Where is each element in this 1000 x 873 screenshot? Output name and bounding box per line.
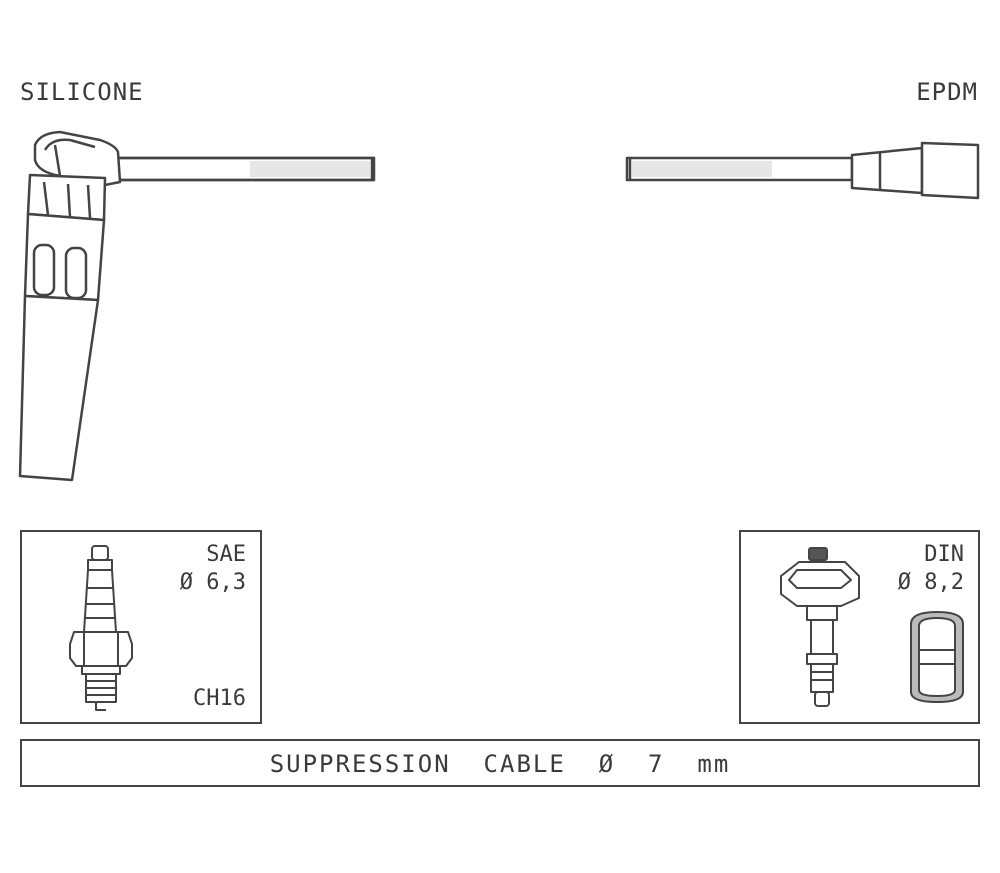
silicone-label: SILICONE: [20, 78, 144, 106]
epdm-label: EPDM: [916, 78, 978, 106]
spark-plug-icon: [69, 545, 133, 711]
sae-diameter: Ø 6,3: [179, 570, 246, 595]
ignition-coil-panel: DIN Ø 8,2: [739, 530, 980, 724]
spark-plug-panel: SAE Ø 6,3 CH16: [20, 530, 262, 724]
din-diameter: Ø 8,2: [897, 570, 964, 595]
cable-spec-text: SUPPRESSION CABLE Ø 7 mm: [269, 750, 731, 778]
epdm-boot-icon: [625, 141, 980, 200]
cable-spec-bar: SUPPRESSION CABLE Ø 7 mm: [20, 739, 980, 787]
plug-code: CH16: [193, 686, 246, 711]
din-standard: DIN: [924, 542, 964, 567]
terminal-sleeve-icon: [910, 610, 964, 704]
ignition-coil-icon: [780, 547, 860, 707]
sae-standard: SAE: [206, 542, 246, 567]
silicone-boot-icon: [18, 130, 376, 482]
